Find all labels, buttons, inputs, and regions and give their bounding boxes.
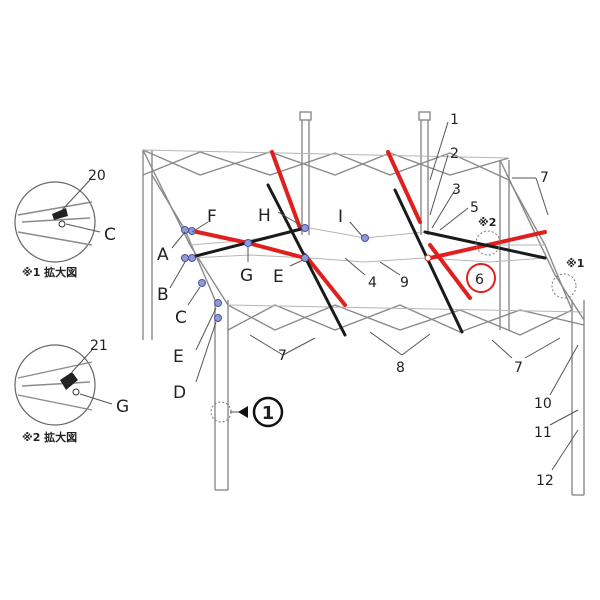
ref-mark-1: ※1 — [566, 257, 584, 270]
node-B2 — [188, 254, 196, 262]
node-A2 — [188, 227, 196, 235]
label-E: E — [173, 347, 184, 367]
label-3: 3 — [452, 182, 461, 198]
inset-2-detail: 21 G ※2 拡大図 — [14, 338, 129, 444]
node-E — [214, 299, 222, 307]
leader-lines — [169, 121, 579, 471]
label-8: 8 — [396, 360, 405, 376]
label-B: B — [157, 285, 169, 305]
label-H: H — [258, 206, 271, 226]
node-D — [214, 314, 222, 322]
label-4: 4 — [368, 275, 377, 291]
diagram-labels: A B C E D F G H E I 1 2 3 5 4 9 6 7 7 7 … — [157, 112, 584, 489]
callout-1-number: 1 — [262, 403, 275, 424]
node-G — [244, 239, 252, 247]
label-10: 10 — [534, 396, 552, 412]
red-bar-AF — [186, 228, 250, 245]
red-bar-left-diag — [303, 253, 347, 307]
node-I — [361, 234, 369, 242]
label-5: 5 — [470, 200, 479, 216]
label-E2: E — [273, 267, 284, 287]
black-bar-5 — [423, 230, 547, 260]
ref-mark-2: ※2 — [478, 216, 496, 229]
red-bar-right-diag — [428, 243, 472, 300]
label-9: 9 — [400, 275, 409, 291]
label-6: 6 — [475, 272, 484, 288]
label-G: G — [240, 266, 253, 286]
inset-2-letter: G — [116, 397, 129, 417]
label-7-front-left: 7 — [278, 348, 287, 364]
ref-circle-2 — [475, 230, 501, 256]
ref-circle-leg — [210, 401, 232, 423]
label-C: C — [175, 308, 187, 328]
label-12: 12 — [536, 473, 554, 489]
label-2: 2 — [450, 146, 459, 162]
label-7-front-right: 7 — [514, 360, 523, 376]
red-bar-left-top — [270, 150, 302, 230]
label-7-right-top: 7 — [540, 170, 549, 186]
red-bar-E — [246, 241, 307, 260]
label-D: D — [173, 383, 186, 403]
callout-1: 1 — [238, 396, 284, 428]
node-right — [424, 254, 432, 262]
part-6-red-circle — [466, 263, 496, 293]
frame-structure — [142, 111, 585, 496]
label-11: 11 — [534, 425, 552, 441]
label-A: A — [157, 245, 169, 265]
inset-1-caption: ※1 拡大図 — [22, 265, 77, 279]
node-B1 — [181, 254, 189, 262]
node-E2 — [301, 254, 309, 262]
node-C — [198, 279, 206, 287]
node-H — [301, 224, 309, 232]
joint-nodes — [181, 224, 432, 322]
inset-1-letter: C — [104, 225, 116, 245]
label-I: I — [338, 207, 343, 227]
label-1: 1 — [450, 112, 459, 128]
ref-circle-1 — [551, 273, 577, 299]
red-bar-right-top — [386, 150, 422, 224]
inset-2-caption: ※2 拡大図 — [22, 430, 77, 444]
label-F: F — [207, 207, 217, 227]
inset-2-part-number: 21 — [90, 338, 108, 354]
inset-1-detail: 20 C ※1 拡大図 — [14, 168, 116, 279]
inset-1-part-number: 20 — [88, 168, 106, 184]
